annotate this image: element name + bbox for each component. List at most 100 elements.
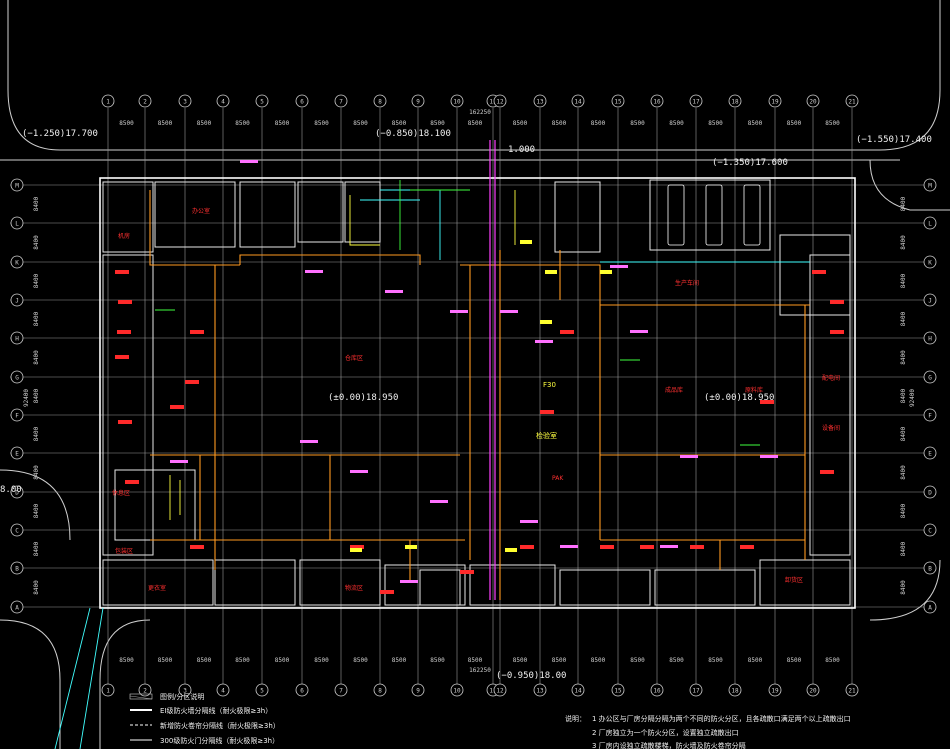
row-spacing-label: 8400 (33, 235, 40, 250)
col-spacing-label: 8500 (197, 657, 212, 664)
grid-row-label: A (15, 605, 19, 612)
grid-bubble-row: D (10, 485, 24, 499)
col-spacing-label: 8500 (552, 657, 567, 664)
grid-col-label: 4 (221, 99, 225, 106)
electrical-lines (169, 190, 516, 520)
grid-bubble-col: 2 (138, 683, 152, 697)
elevation-left-edge: 8.00 (0, 485, 22, 495)
row-spacing-label: 8400 (900, 580, 907, 595)
room-label: PAK (552, 475, 564, 482)
col-spacing-label: 8500 (669, 120, 684, 127)
elevation-bottom-mid: (−0.950)18.00 (496, 671, 566, 681)
grid-bubble-col: 4 (216, 94, 230, 108)
row-spacing-label: 8400 (33, 388, 40, 403)
grid-bubble-row: M (923, 178, 937, 192)
grid-row-label: B (928, 566, 932, 573)
row-spacing-label: 8400 (900, 388, 907, 403)
grid-bubble-col: 21 (845, 683, 859, 697)
col-spacing-label: 8500 (748, 657, 763, 664)
grid-bubble-col: 17 (689, 683, 703, 697)
grid-bubble-row: L (10, 216, 24, 230)
total-height-label: 92400 (909, 389, 916, 407)
col-spacing-label: 8500 (513, 120, 528, 127)
grid-col-label: 6 (300, 99, 304, 106)
grid-bubble-row: H (923, 331, 937, 345)
grid-col-label: 4 (221, 688, 225, 695)
col-spacing-label: 8500 (591, 120, 606, 127)
room-label: F30 (543, 381, 556, 389)
grid-row-label: J (928, 298, 932, 305)
grid-row-label: J (15, 298, 19, 305)
grid-row-label: D (15, 490, 19, 497)
equipment-markers (115, 160, 844, 594)
grid-col-label: 3 (183, 688, 187, 695)
grid-bubble-col: 13 (533, 683, 547, 697)
grid-col-label: 7 (339, 688, 343, 695)
col-spacing-label: 8500 (119, 120, 134, 127)
grid-bubble-col: 20 (806, 94, 820, 108)
grid-col-label: 1 (106, 688, 110, 695)
grid-bubble-row: E (10, 446, 24, 460)
row-spacing-label: 8400 (900, 465, 907, 480)
col-spacing-label: 8500 (825, 120, 840, 127)
col-spacing-label: 8500 (392, 120, 407, 127)
note-line: 3 厂房内设独立疏散楼梯，防火墙及防火卷帘分隔 (592, 741, 746, 749)
grid-bubble-row: F (10, 408, 24, 422)
legend-item: 300级防火门分隔线（耐火极限≥3h） (160, 736, 279, 745)
row-spacing-label: 8400 (900, 503, 907, 518)
col-spacing-label: 8500 (430, 657, 445, 664)
grid-bubble-col: 17 (689, 94, 703, 108)
col-spacing-label: 8500 (197, 120, 212, 127)
row-spacing-label: 8400 (900, 273, 907, 288)
col-spacing-label: 8500 (591, 657, 606, 664)
grid-bubble-col: 12 (493, 683, 507, 697)
structural-grid (10, 108, 930, 690)
grid-col-label: 17 (692, 688, 700, 695)
grid-bubble-col: 6 (295, 94, 309, 108)
grid-row-label: C (15, 528, 19, 535)
row-spacing-label: 8400 (900, 196, 907, 211)
sprinkler-main (489, 140, 496, 600)
grid-col-label: 9 (416, 99, 420, 106)
row-spacing-label: 8400 (900, 541, 907, 556)
grid-col-label: 11 (489, 99, 497, 106)
col-spacing-label: 8500 (158, 657, 173, 664)
grid-bubble-row: C (923, 523, 937, 537)
grid-bubble-col: 13 (533, 94, 547, 108)
col-spacing-label: 8500 (158, 120, 173, 127)
grid-bubble-row: K (923, 255, 937, 269)
grid-bubble-col: 3 (178, 683, 192, 697)
grid-bubble-col: 18 (728, 94, 742, 108)
grid-col-label: 12 (496, 99, 504, 106)
row-spacing-label: 8400 (33, 350, 40, 365)
row-spacing-label: 8400 (33, 541, 40, 556)
grid-bubble-row: C (10, 523, 24, 537)
grid-col-label: 21 (848, 99, 856, 106)
grid-col-label: 15 (614, 99, 622, 106)
legend: 图例/分区说明 EI级防火墙分隔线（耐火极限≥3h） 新增防火卷帘分隔线（耐火极… (129, 692, 280, 745)
col-spacing-label: 8500 (353, 657, 368, 664)
grid-col-label: 16 (653, 688, 661, 695)
grid-col-label: 20 (809, 99, 817, 106)
grid-row-label: D (928, 490, 932, 497)
col-spacing-label: 8500 (468, 120, 483, 127)
grid-row-label: L (928, 221, 932, 228)
dimension-labels: 8500 8500 8500 8500 8500 8500 8500 8500 8500 8500… (23, 109, 916, 674)
col-spacing-label: 8500 (314, 657, 329, 664)
grid-bubble-col: 16 (650, 94, 664, 108)
col-spacing-label: 8500 (630, 120, 645, 127)
grid-col-label: 9 (416, 688, 420, 695)
row-spacing-label: 8400 (900, 426, 907, 441)
grid-col-label: 16 (653, 99, 661, 106)
grid-col-label: 18 (731, 99, 739, 106)
grid-bubble-row: J (923, 293, 937, 307)
grid-bubble-col: 1 (101, 683, 115, 697)
col-spacing-label: 8500 (392, 657, 407, 664)
grid-bubble-col: 9 (411, 94, 425, 108)
grid-bubble-col: 10 (450, 94, 464, 108)
grid-col-label: 19 (771, 688, 779, 695)
grid-col-label: 18 (731, 688, 739, 695)
grid-bubble-col: 10 (450, 683, 464, 697)
